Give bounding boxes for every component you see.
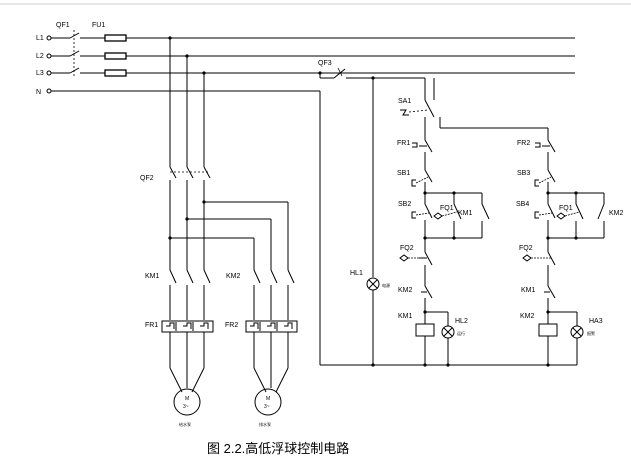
sb1-label: SB1 xyxy=(397,170,410,177)
km1-coil-label: KM1 xyxy=(398,313,413,320)
km2-main-label: KM2 xyxy=(226,273,241,280)
km2-aux-a-label: KM2 xyxy=(609,210,624,217)
line-label-n: N xyxy=(36,89,41,96)
sb3-label: SB3 xyxy=(517,170,530,177)
motor-branch-2: KM2 FR2 M 3~ 排水泵 xyxy=(170,201,298,427)
motor-1-top: M xyxy=(185,396,189,402)
diagram-caption: 图 2.2.高低浮球控制电路 xyxy=(207,441,349,456)
line-label-l2: L2 xyxy=(36,53,44,60)
line-label-l3: L3 xyxy=(36,70,44,77)
km2-inter-label: KM2 xyxy=(398,287,413,294)
fr1-main-label: FR1 xyxy=(145,322,158,329)
km1-inter-label: KM1 xyxy=(521,287,536,294)
qf1-label: QF1 xyxy=(56,22,70,29)
fq1-b-label: FQ1 xyxy=(559,205,573,212)
km2-coil xyxy=(538,323,558,337)
ha3-note: 报警 xyxy=(587,330,595,336)
km1-coil xyxy=(415,323,435,337)
fr2-ctrl-label: FR2 xyxy=(517,140,530,147)
hl1-label: HL1 xyxy=(350,270,363,277)
motor-2-note: 排水泵 xyxy=(259,421,271,427)
line-label-l1: L1 xyxy=(36,35,44,42)
fq2-b-label: FQ2 xyxy=(519,245,533,252)
motor-1 xyxy=(173,388,201,416)
km1-aux-a-label: KM1 xyxy=(458,210,473,217)
motor-2 xyxy=(254,388,282,416)
qf3-label: QF3 xyxy=(318,60,332,67)
sa1-label: SA1 xyxy=(398,98,411,105)
motor-2-bottom: 3~ xyxy=(264,404,270,410)
qf2-label: QF2 xyxy=(140,175,154,182)
motor-1-note: 给水泵 xyxy=(179,421,191,427)
hl1-note: 电源 xyxy=(382,282,390,288)
km1-main-label: KM1 xyxy=(145,273,160,280)
hl2-label: HL2 xyxy=(455,318,468,325)
motor-1-bottom: 3~ xyxy=(183,404,189,410)
sb2-label: SB2 xyxy=(398,201,411,208)
motor-branch-1: QF2 KM1 FR1 M xyxy=(140,36,214,427)
fu1-label: FU1 xyxy=(92,22,105,29)
fq1-a-label: FQ1 xyxy=(440,205,454,212)
control-circuit: QF3 HL1 电源 SA1 FR1 xyxy=(318,60,624,367)
fr2-main-label: FR2 xyxy=(225,322,238,329)
ha3-label: HA3 xyxy=(589,318,603,325)
fq2-label: FQ2 xyxy=(400,245,414,252)
sb4-label: SB4 xyxy=(516,201,529,208)
power-lines: L1 L2 L3 N QF1 FU1 xyxy=(36,22,575,96)
km2-coil-label: KM2 xyxy=(520,313,535,320)
motor-2-top: M xyxy=(266,396,270,402)
fr1-ctrl-label: FR1 xyxy=(397,140,410,147)
hl2-note: 运行 xyxy=(457,330,465,336)
